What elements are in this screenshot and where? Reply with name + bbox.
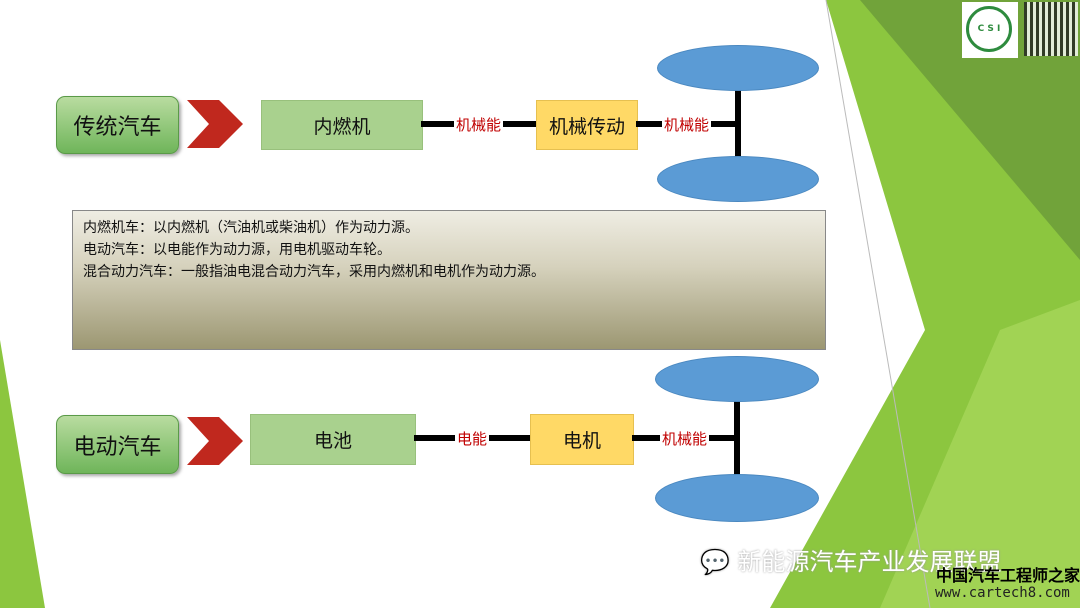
- category-electric-car: 电动汽车: [56, 415, 179, 474]
- transmission-motor: 电机: [530, 414, 634, 465]
- logo-mark: C S I: [966, 6, 1012, 52]
- axle: [735, 85, 741, 159]
- note-line: 混合动力汽车：一般指油电混合动力汽车，采用内燃机和电机作为动力源。: [83, 264, 545, 280]
- source-ice: 内燃机: [261, 100, 423, 150]
- transmission-mechanical: 机械传动: [536, 100, 638, 150]
- wechat-account-name: 新能源汽车产业发展联盟: [737, 548, 1002, 576]
- category-traditional-car: 传统汽车: [56, 96, 179, 154]
- energy-label: 电能: [455, 428, 490, 449]
- source-battery: 电池: [250, 414, 416, 465]
- wechat-watermark: 💬 新能源汽车产业发展联盟: [700, 542, 1002, 577]
- wheel: [655, 474, 819, 522]
- wechat-icon: 💬: [700, 548, 730, 576]
- wheel: [657, 156, 819, 202]
- site-url: www.cartech8.com: [935, 585, 1070, 601]
- wheel: [657, 45, 819, 91]
- energy-label: 机械能: [660, 428, 710, 449]
- axle: [734, 398, 740, 478]
- note-line: 内燃机车：以内燃机（汽油机或柴油机）作为动力源。: [83, 220, 419, 236]
- wheel: [655, 356, 819, 402]
- logo: C S I: [962, 2, 1018, 58]
- energy-label: 机械能: [454, 114, 504, 135]
- chevron-arrow-icon: [187, 417, 243, 465]
- site-name: 中国汽车工程师之家: [936, 566, 1080, 585]
- qr-code: [1024, 2, 1078, 56]
- note-line: 电动汽车：以电能作为动力源，用电机驱动车轮。: [83, 242, 391, 258]
- definitions-note: 内燃机车：以内燃机（汽油机或柴油机）作为动力源。 电动汽车：以电能作为动力源，用…: [72, 210, 826, 350]
- energy-label: 机械能: [662, 114, 712, 135]
- chevron-arrow-icon: [187, 100, 243, 148]
